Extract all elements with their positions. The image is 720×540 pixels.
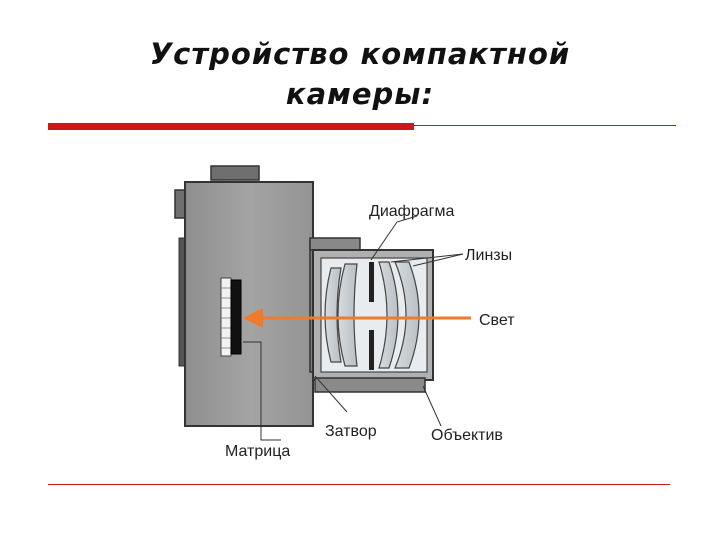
lens-elements <box>324 261 420 369</box>
title-underline-thick <box>48 123 414 130</box>
camera-body <box>174 165 319 427</box>
light-ray-arrow <box>243 308 471 328</box>
label-light: Свет <box>479 312 515 329</box>
diaphragm-blades <box>369 262 374 370</box>
title-line-2: камеры: <box>285 77 435 111</box>
label-lens-unit: Объектив <box>431 427 503 444</box>
title-underline-thin <box>414 125 676 126</box>
footer-rule <box>48 484 670 485</box>
label-diaphragm: Диафрагма <box>369 203 454 220</box>
label-lenses: Линзы <box>465 247 512 264</box>
image-sensor <box>220 277 242 357</box>
leader-lines <box>243 215 464 441</box>
label-sensor: Матрица <box>225 443 290 460</box>
camera-diagram: Диафрагма Линзы Свет Объектив Затвор Мат… <box>174 165 515 460</box>
title-line-1: Устройство компактной <box>149 37 571 71</box>
label-shutter: Затвор <box>325 423 377 440</box>
slide-title: Устройство компактной камеры: <box>0 34 720 114</box>
